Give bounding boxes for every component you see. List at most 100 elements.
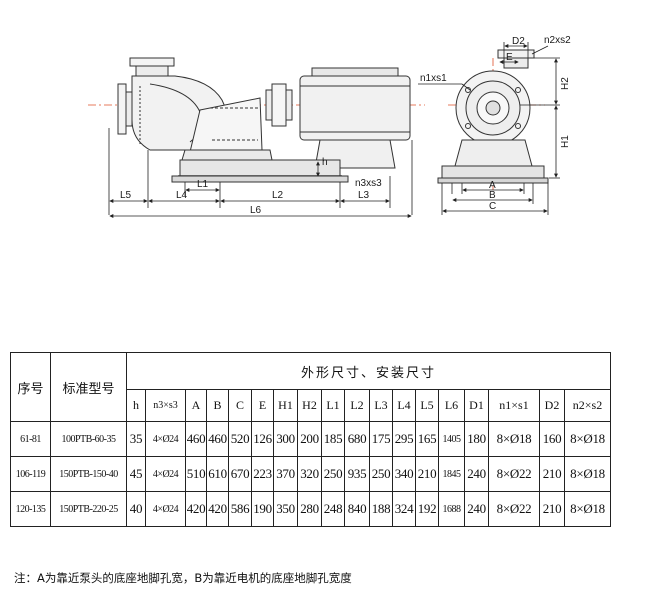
label-A: A: [489, 180, 496, 191]
dim-header: D2: [539, 389, 565, 422]
row-value: 460: [206, 421, 229, 457]
dim-header: L1: [321, 389, 345, 422]
label-n1xs1: n1xs1: [420, 73, 447, 84]
row-value: 670: [228, 456, 252, 492]
row-model: 100PTB-60-35: [50, 421, 127, 457]
row-value: 210: [415, 456, 439, 492]
row-value: 200: [297, 421, 322, 457]
row-value: 4×Ø24: [145, 421, 186, 457]
row-value: 8×Ø18: [564, 456, 611, 492]
row-value: 240: [464, 456, 489, 492]
dim-header: n3×s3: [145, 389, 186, 422]
end-view-dimensions: [418, 42, 560, 215]
row-value: 680: [344, 421, 370, 457]
row-value: 1845: [438, 456, 465, 492]
label-L4: L4: [176, 190, 188, 201]
row-value: 188: [369, 491, 393, 527]
row-value: 350: [273, 491, 298, 527]
row-value: 180: [464, 421, 489, 457]
dim-header: D1: [464, 389, 489, 422]
dim-header: L3: [369, 389, 393, 422]
row-value: 40: [126, 491, 146, 527]
dim-header: n1×s1: [488, 389, 540, 422]
side-view-dimensions: [108, 128, 413, 218]
dim-header: E: [251, 389, 274, 422]
row-value: 1688: [438, 491, 465, 527]
row-value: 210: [539, 491, 565, 527]
dim-header: B: [206, 389, 229, 422]
label-h: h: [322, 157, 328, 168]
row-model: 150PTB-220-25: [50, 491, 127, 527]
dim-header: L4: [392, 389, 416, 422]
dim-header: L5: [415, 389, 439, 422]
label-L2: L2: [272, 190, 284, 201]
row-value: 4×Ø24: [145, 491, 186, 527]
row-value: 210: [539, 456, 565, 492]
dim-header: L6: [438, 389, 465, 422]
label-H2: H2: [560, 77, 571, 90]
row-value: 8×Ø22: [488, 456, 540, 492]
row-value: 223: [251, 456, 274, 492]
row-value: 8×Ø18: [564, 491, 611, 527]
row-value: 370: [273, 456, 298, 492]
row-value: 280: [297, 491, 322, 527]
header-seq: 序号: [10, 352, 51, 422]
label-B: B: [489, 190, 496, 201]
end-view: [437, 49, 549, 190]
dim-header: h: [126, 389, 146, 422]
dim-header: n2×s2: [564, 389, 611, 422]
row-value: 420: [185, 491, 207, 527]
dim-header: A: [185, 389, 207, 422]
row-value: 320: [297, 456, 322, 492]
label-L6: L6: [250, 205, 262, 216]
row-value: 8×Ø22: [488, 491, 540, 527]
dimension-table: 序号 标准型号 外形尺寸、安装尺寸 h n3×s3 A B C E H1 H2 …: [10, 352, 611, 527]
row-value: 340: [392, 456, 416, 492]
label-n2xs2: n2xs2: [544, 35, 571, 46]
row-value: 420: [206, 491, 229, 527]
dim-header: H1: [273, 389, 298, 422]
row-value: 460: [185, 421, 207, 457]
row-value: 935: [344, 456, 370, 492]
base-plate: [179, 159, 341, 177]
footnote: 注：A为靠近泵头的底座地脚孔宽，B为靠近电机的底座地脚孔宽度: [14, 571, 352, 585]
row-value: 192: [415, 491, 439, 527]
row-seq: 120-135: [10, 491, 51, 527]
row-value: 8×Ø18: [488, 421, 540, 457]
row-value: 4×Ø24: [145, 456, 186, 492]
row-value: 295: [392, 421, 416, 457]
label-D2: D2: [512, 36, 525, 47]
row-value: 1405: [438, 421, 465, 457]
label-E: E: [506, 52, 513, 63]
discharge-flange: [129, 57, 175, 67]
row-value: 8×Ø18: [564, 421, 611, 457]
row-value: 586: [228, 491, 252, 527]
label-H1: H1: [560, 135, 571, 148]
row-value: 520: [228, 421, 252, 457]
row-value: 840: [344, 491, 370, 527]
row-value: 190: [251, 491, 274, 527]
row-value: 240: [464, 491, 489, 527]
row-value: 510: [185, 456, 207, 492]
pump-dimension-drawing: L1 L5 L4 L2 L3 L6 h n3xs3: [88, 35, 571, 218]
row-value: 45: [126, 456, 146, 492]
header-group-title: 外形尺寸、安装尺寸: [126, 352, 611, 390]
label-L3: L3: [358, 190, 370, 201]
end-view-labels: n1xs1 n2xs2 D2 E H2 H1 A B C: [420, 35, 571, 212]
label-C: C: [489, 201, 496, 212]
dim-header: H2: [297, 389, 322, 422]
row-value: 175: [369, 421, 393, 457]
row-value: 185: [321, 421, 345, 457]
row-value: 160: [539, 421, 565, 457]
header-model: 标准型号: [50, 352, 127, 422]
label-L5: L5: [120, 190, 132, 201]
suction-flange: [117, 83, 127, 135]
row-value: 324: [392, 491, 416, 527]
row-value: 165: [415, 421, 439, 457]
row-model: 150PTB-150-40: [50, 456, 127, 492]
row-value: 35: [126, 421, 146, 457]
row-value: 250: [321, 456, 345, 492]
